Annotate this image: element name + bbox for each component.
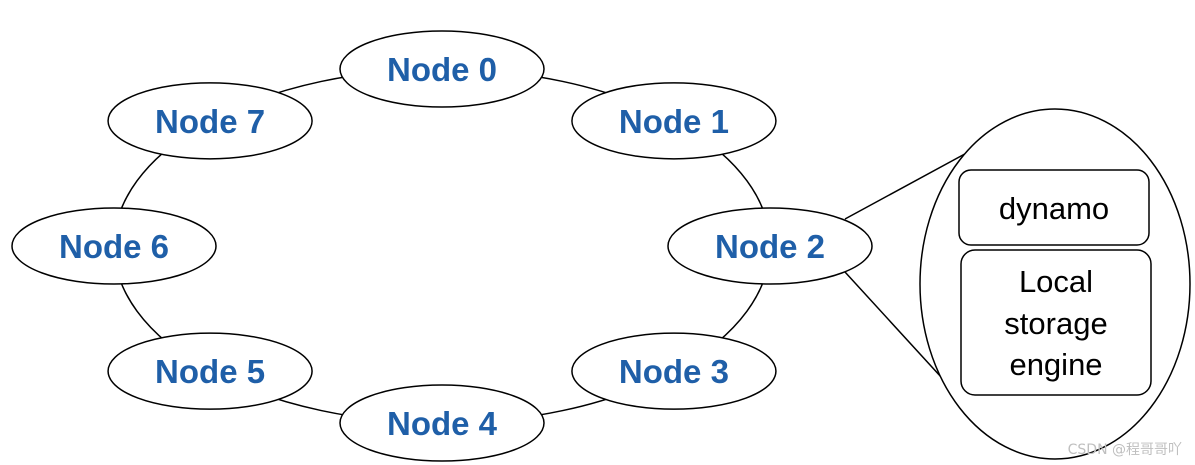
- ring-node-label: Node 6: [59, 228, 169, 265]
- ring-node-label: Node 0: [387, 51, 497, 88]
- ring-node-ellipse: [107, 332, 313, 410]
- storage-engine-label-line-3: engine: [1009, 347, 1102, 382]
- ring-node-label: Node 1: [619, 103, 729, 140]
- ring-node-3: Node 3: [571, 332, 777, 410]
- ring-node-label: Node 2: [715, 228, 825, 265]
- ring-node-ellipse: [107, 82, 313, 160]
- ring-node-ellipse: [667, 207, 873, 285]
- dynamo-box-label: dynamo: [999, 191, 1109, 226]
- storage-engine-box: [960, 249, 1152, 396]
- ring-node-5: Node 5: [107, 332, 313, 410]
- ring-node-6: Node 6: [11, 207, 217, 285]
- ring-node-7: Node 7: [107, 82, 313, 160]
- ring-node-label: Node 3: [619, 353, 729, 390]
- ring-node-4: Node 4: [339, 384, 545, 462]
- ring-node-ellipse: [339, 384, 545, 462]
- storage-engine-label-line-1: Local: [1019, 264, 1093, 299]
- ring-node-label: Node 4: [387, 405, 498, 442]
- node-group: Node 0 Node 1 Node 2 Node 3 Node 4 Node 5 Node…: [11, 30, 873, 462]
- ring-node-label: Node 7: [155, 103, 265, 140]
- storage-engine-label-line-2: storage: [1004, 306, 1107, 341]
- zoom-connector-top: [844, 142, 986, 220]
- ring-node-ellipse: [571, 82, 777, 160]
- watermark-text: CSDN @程哥哥吖: [1068, 442, 1182, 458]
- dynamo-box: [958, 169, 1150, 246]
- ring-node-2: Node 2: [667, 207, 873, 285]
- ring-node-label: Node 5: [155, 353, 265, 390]
- ring-node-ellipse: [11, 207, 217, 285]
- ring-node-0: Node 0: [339, 30, 545, 108]
- ring-node-1: Node 1: [571, 82, 777, 160]
- ring-node-ellipse: [339, 30, 545, 108]
- ring-node-ellipse: [571, 332, 777, 410]
- node-detail: dynamo Local storage engine: [919, 108, 1191, 460]
